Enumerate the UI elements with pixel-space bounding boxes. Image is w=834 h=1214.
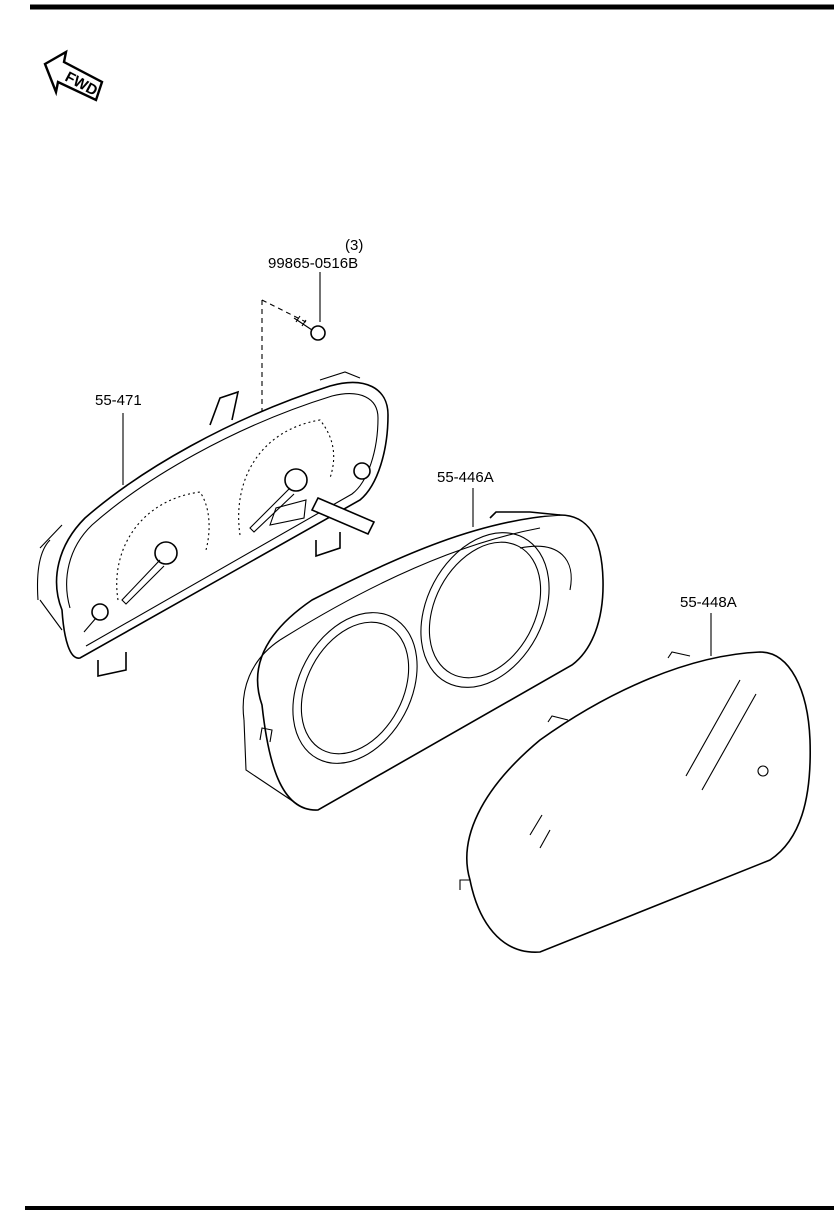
fwd-label: FWD	[62, 69, 100, 100]
lens-55-448A: 55-448A	[459, 594, 812, 953]
screw-99865-0516B: (3) 99865-0516B	[261, 237, 363, 432]
cluster-part-number: 55-471	[95, 392, 142, 409]
instrument-cluster-55-471: 55-471	[37, 371, 389, 677]
hood-part-number: 55-446A	[437, 469, 494, 486]
fwd-arrow-icon: FWD	[43, 49, 104, 102]
hood-55-446A: 55-446A	[242, 469, 604, 811]
screw-part-number: 99865-0516B	[268, 255, 358, 272]
screw-qty: (3)	[345, 237, 363, 254]
lens-part-number: 55-448A	[680, 594, 737, 611]
